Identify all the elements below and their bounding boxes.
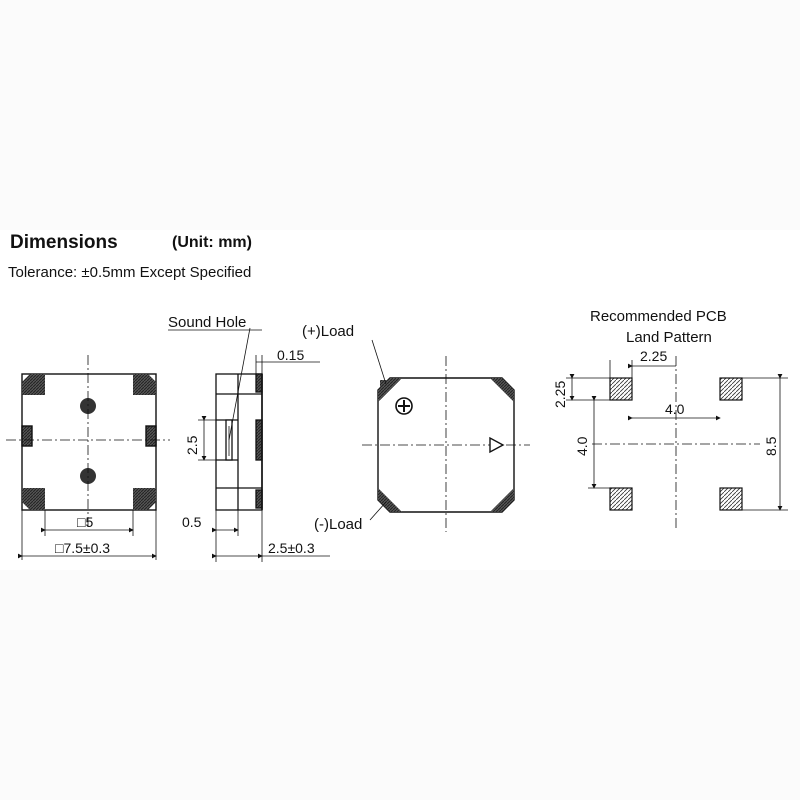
side-view — [198, 327, 330, 562]
pcb-pad — [609, 487, 633, 511]
pcb-title-line1: Recommended PCB — [590, 308, 727, 325]
dim-0-5: 0.5 — [182, 514, 202, 530]
pcb-pad — [609, 377, 633, 401]
pcb-pad — [719, 377, 743, 401]
dim-0-15: 0.15 — [277, 347, 304, 363]
pcb-pad — [719, 487, 743, 511]
corner-pad — [22, 374, 156, 510]
terminal-view — [362, 339, 530, 532]
pcb-dim-h-pitch: 4.0 — [665, 401, 685, 417]
dim-2-5: 2.5 — [184, 435, 200, 455]
tolerance-note: Tolerance: ±0.5mm Except Specified — [8, 264, 252, 281]
minus-terminal-pad — [378, 488, 402, 512]
pcb-dim-v-pitch: 4.0 — [574, 436, 590, 456]
sound-hole-label: Sound Hole — [168, 314, 246, 331]
top-outer-dimension: □7.5±0.3 — [55, 540, 110, 556]
top-view — [6, 355, 170, 560]
minus-load-label: (-)Load — [314, 516, 362, 533]
pcb-title-line2: Land Pattern — [626, 329, 712, 346]
pcb-land-pattern — [566, 356, 788, 530]
dim-height: 2.5±0.3 — [268, 540, 315, 556]
pcb-dim-pad: 2.25 — [640, 348, 667, 364]
top-inner-dimension: □5 — [77, 514, 93, 530]
pcb-dim-total: 8.5 — [763, 436, 779, 456]
section-title: Dimensions — [10, 232, 118, 253]
pcb-dim-pad-side: 2.25 — [552, 381, 568, 408]
plus-load-label: (+)Load — [302, 323, 354, 340]
unit-label: (Unit: mm) — [172, 234, 252, 251]
triangle-marker-icon — [489, 436, 505, 454]
